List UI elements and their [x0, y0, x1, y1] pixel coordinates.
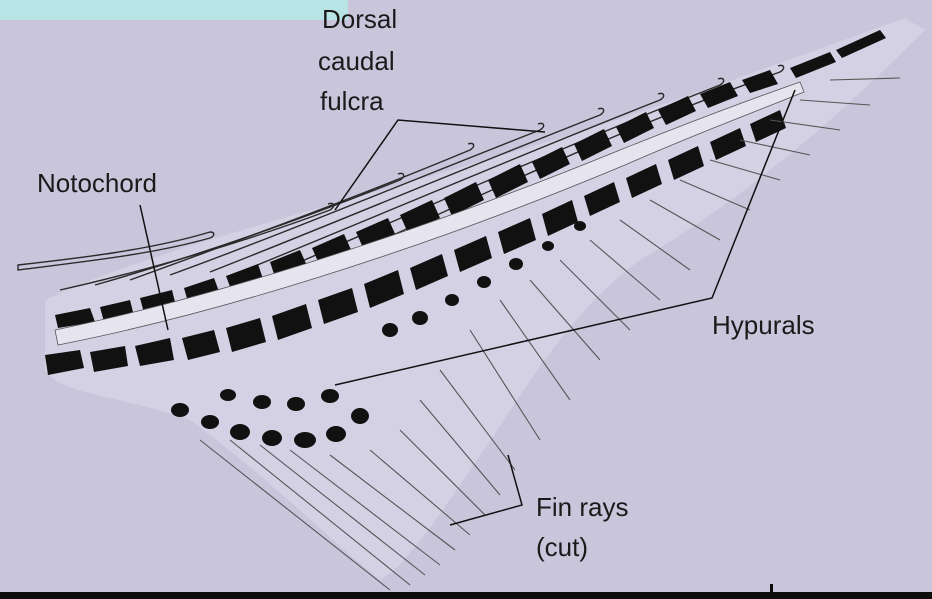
label-caudal: caudal [318, 46, 395, 76]
label-notochord: Notochord [37, 168, 157, 198]
label-dorsal: Dorsal [322, 4, 397, 34]
label-fin-rays: Fin rays [536, 492, 628, 522]
label-cut: (cut) [536, 532, 588, 562]
bottom-tick-mark [770, 584, 773, 596]
label-fulcra: fulcra [320, 86, 384, 116]
label-hypurals: Hypurals [712, 310, 815, 340]
fin-body [45, 18, 925, 580]
bottom-edge [0, 592, 932, 599]
